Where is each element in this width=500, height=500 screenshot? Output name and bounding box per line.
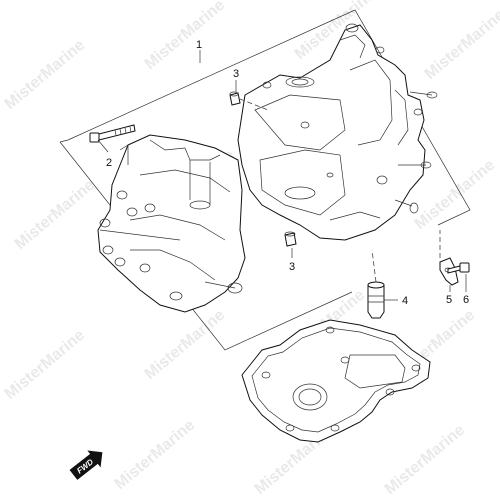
watermark-text: MisterMarine [142, 307, 229, 384]
crankcase-half [97, 134, 246, 313]
callout-2: 2 [106, 157, 112, 169]
watermark-text: MisterMarine [2, 37, 89, 114]
dowel-pin-upper [229, 91, 241, 106]
leader-line [97, 139, 109, 153]
callout-4: 4 [402, 295, 408, 307]
watermark-text: MisterMarine [2, 327, 89, 404]
screw-part-6 [447, 262, 470, 274]
fwd-arrow-icon [69, 450, 103, 480]
leader-line [239, 98, 269, 111]
watermark-text: MisterMarine [382, 422, 469, 499]
callout-5: 5 [446, 294, 452, 306]
gasket [241, 319, 431, 443]
callout-3-upper: 3 [233, 68, 239, 80]
watermark-text: MisterMarine [12, 177, 99, 254]
callout-1: 1 [196, 39, 202, 51]
callout-6: 6 [463, 294, 469, 306]
dowel-pin-lower [284, 231, 297, 247]
callout-3-lower: 3 [289, 261, 295, 273]
watermark-text: MisterMarine [112, 417, 199, 494]
fwd-badge: FWD [69, 450, 103, 480]
cylinder-block [237, 23, 438, 241]
leader-line [371, 249, 377, 283]
bolt-part-2 [89, 124, 136, 143]
fitting-part-4 [367, 281, 385, 319]
watermark-text: MisterMarine [142, 0, 229, 73]
watermark-text: MisterMarine [422, 7, 500, 84]
